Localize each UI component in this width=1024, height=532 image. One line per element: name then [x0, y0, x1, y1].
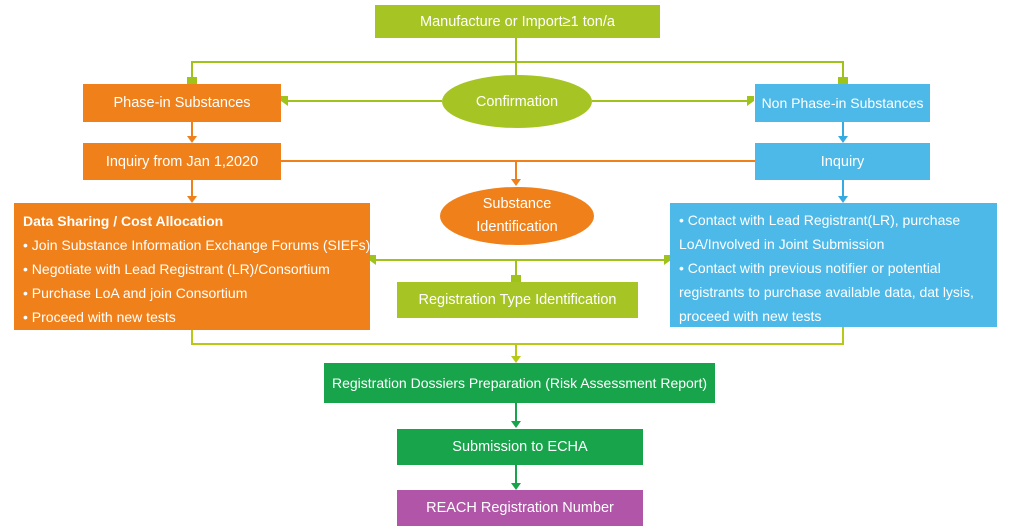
contact-line: • Contact with Lead Registrant(LR), purc… — [679, 212, 961, 228]
data-sharing-bullet: • Join Substance Information Exchange Fo… — [23, 237, 371, 253]
node-registration-type-identification: Registration Type Identification — [397, 282, 638, 318]
arrow-confirmation-to-phase-in — [281, 96, 288, 106]
connector-bottom-horizontal — [191, 343, 844, 345]
connector-non-phase-in-down — [842, 122, 844, 137]
node-submission-to-echa: Submission to ECHA — [397, 429, 643, 465]
connector-phase-in-down — [191, 122, 193, 137]
connector-contact-down — [842, 327, 844, 345]
contact-line: proceed with new tests — [679, 308, 822, 324]
node-non-phase-in-substances: Non Phase-in Substances — [755, 84, 930, 122]
data-sharing-bullet: • Negotiate with Lead Registrant (LR)/Co… — [23, 261, 330, 277]
arrow-middle-to-contact-box — [664, 255, 671, 265]
node-data-sharing-cost-allocation: Data Sharing / Cost Allocation • Join Su… — [14, 203, 370, 330]
connector-substance-drop — [515, 160, 517, 180]
node-manufacture-import: Manufacture or Import≥1 ton/a — [375, 5, 660, 38]
node-reach-registration-number: REACH Registration Number — [397, 490, 643, 526]
node-label: REACH Registration Number — [426, 500, 614, 516]
arrow-confirmation-to-non-phase-in — [747, 96, 754, 106]
connector-top-horizontal — [191, 61, 844, 63]
connector-middle-horizontal — [376, 259, 664, 261]
connector-top-right-drop — [842, 61, 844, 77]
arrow-to-contact-box — [838, 196, 848, 203]
connector-dossiers-drop — [515, 343, 517, 357]
arrow-to-registration-type — [511, 275, 521, 282]
node-label: Inquiry — [820, 153, 865, 170]
data-sharing-bullet: • Purchase LoA and join Consortium — [23, 285, 248, 301]
node-phase-in-substances: Phase-in Substances — [83, 84, 281, 122]
connector-inquiry-down — [842, 180, 844, 197]
connector-registration-type-drop — [515, 259, 517, 276]
node-label: Registration Dossiers Preparation (Risk … — [331, 375, 708, 391]
node-inquiry-from-2020: Inquiry from Jan 1,2020 — [83, 143, 281, 180]
arrow-to-phase-in — [187, 77, 197, 84]
arrow-to-inquiry — [838, 136, 848, 143]
node-label: Manufacture or Import≥1 ton/a — [420, 13, 615, 30]
node-label: Substance Identification — [476, 196, 558, 235]
contact-line: registrants to purchase available data, … — [679, 284, 974, 300]
arrow-to-data-sharing — [187, 196, 197, 203]
connector-confirmation-left — [288, 100, 442, 102]
arrow-to-dossiers — [511, 356, 521, 363]
connector-inquiry-horizontal — [281, 160, 755, 162]
connector-dossiers-down — [515, 403, 517, 422]
data-sharing-title: Data Sharing / Cost Allocation — [23, 213, 224, 229]
connector-confirmation-right — [592, 100, 747, 102]
arrow-to-inquiry-2020 — [187, 136, 197, 143]
node-inquiry: Inquiry — [755, 143, 930, 180]
node-label: Inquiry from Jan 1,2020 — [105, 153, 259, 170]
arrow-middle-to-data-sharing — [369, 255, 376, 265]
connector-data-sharing-down — [191, 330, 193, 345]
node-label: Confirmation — [475, 93, 559, 110]
connector-submission-down — [515, 465, 517, 484]
contact-line: LoA/Involved in Joint Submission — [679, 236, 885, 252]
node-confirmation: Confirmation — [442, 75, 592, 128]
node-label: Phase-in Substances — [113, 95, 251, 111]
node-contact-lead-registrant: • Contact with Lead Registrant(LR), purc… — [670, 203, 997, 327]
node-substance-identification: Substance Identification — [440, 187, 594, 245]
connector-top-left-drop — [191, 61, 193, 77]
connector-inquiry-2020-down — [191, 180, 193, 197]
contact-line: • Contact with previous notifier or pote… — [679, 260, 941, 276]
arrow-to-non-phase-in — [838, 77, 848, 84]
connector-top-vertical — [515, 38, 517, 75]
arrow-to-reach-number — [511, 483, 521, 490]
node-label: Non Phase-in Substances — [761, 95, 924, 111]
arrow-to-substance-identification — [511, 179, 521, 186]
node-label: Submission to ECHA — [452, 439, 588, 455]
node-registration-dossiers-preparation: Registration Dossiers Preparation (Risk … — [324, 363, 715, 403]
data-sharing-bullet: • Proceed with new tests — [23, 309, 176, 325]
arrow-to-submission — [511, 421, 521, 428]
node-label: Registration Type Identification — [418, 292, 617, 308]
